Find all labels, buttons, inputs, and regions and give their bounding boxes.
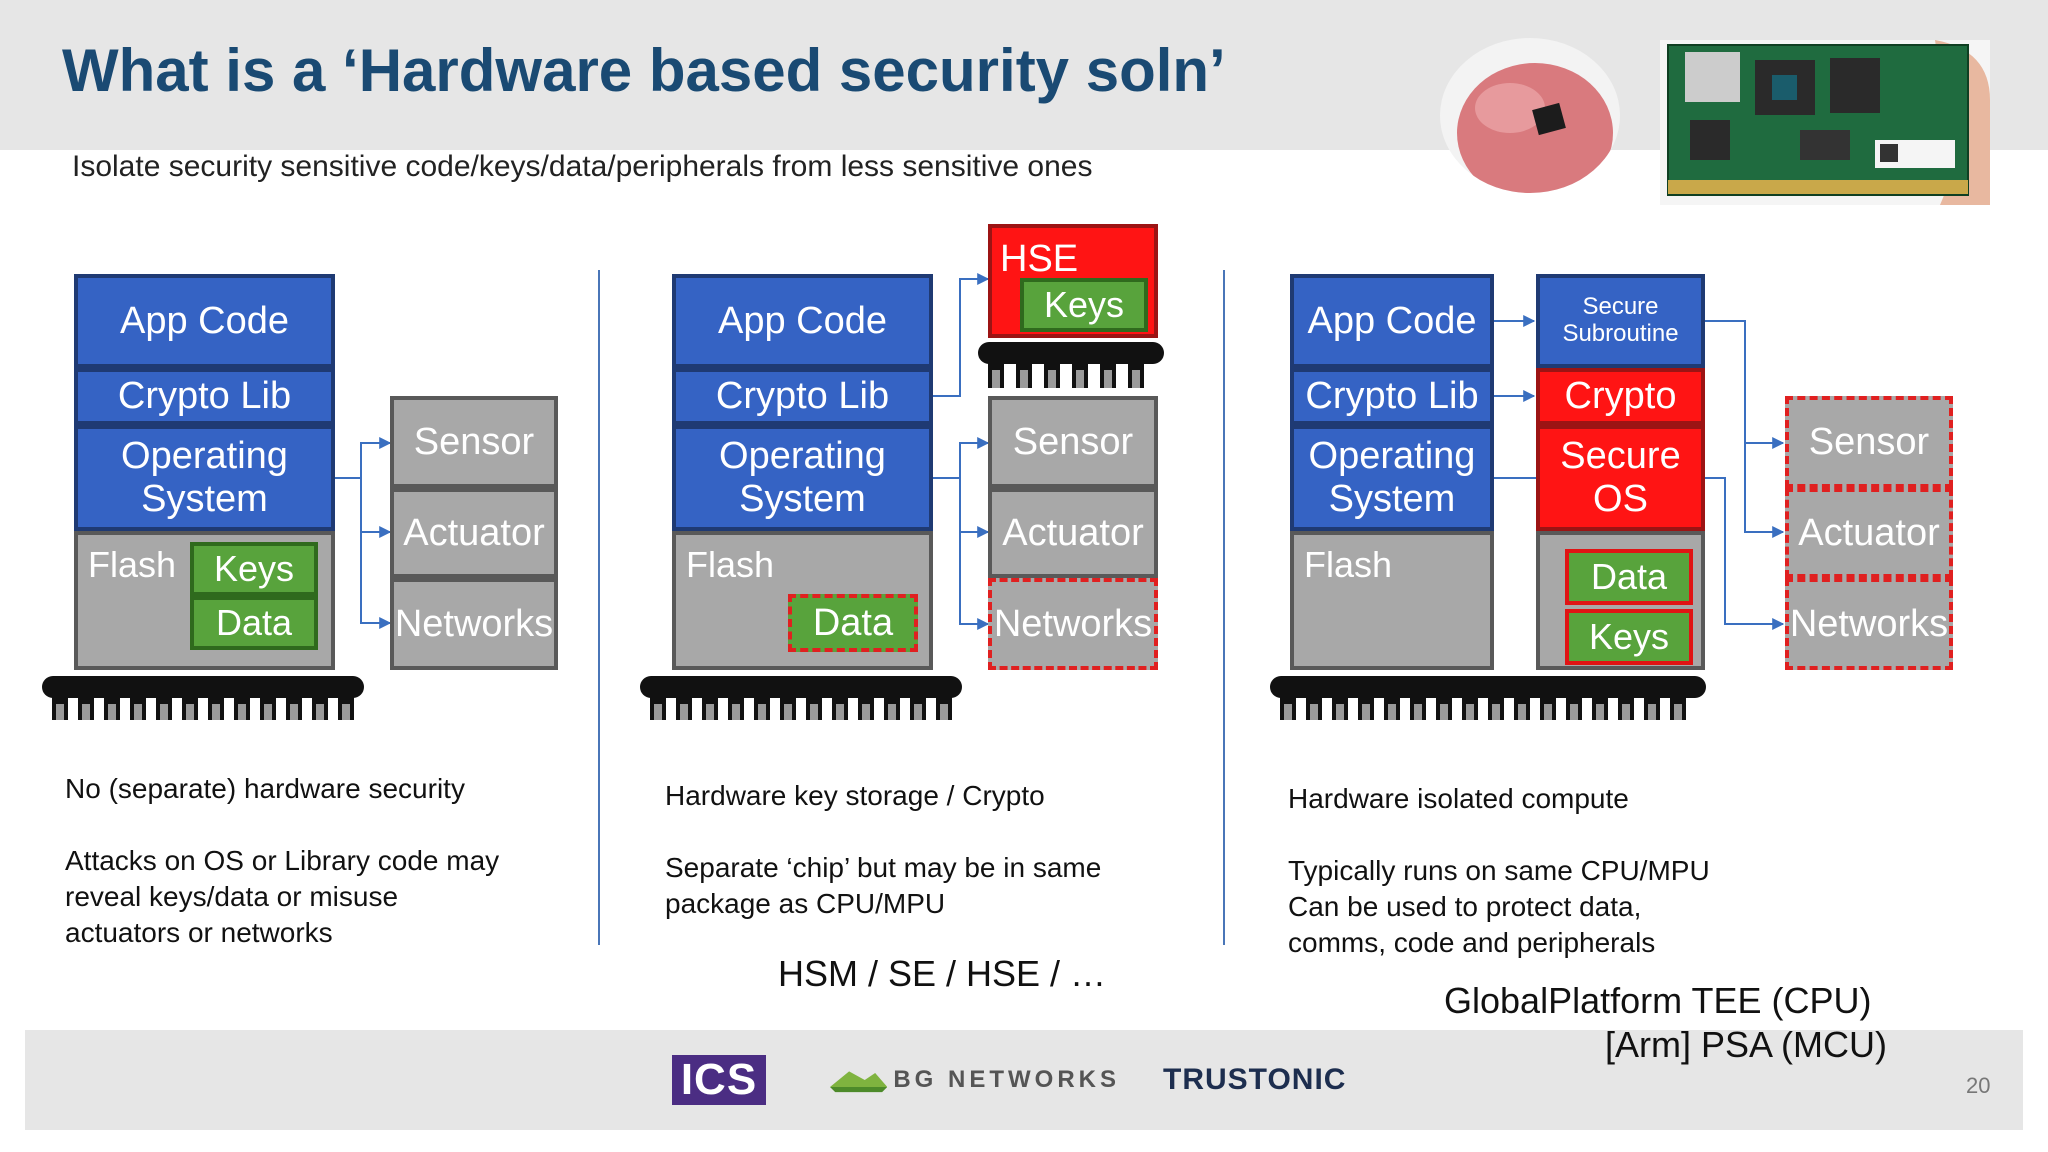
divider-1	[598, 270, 600, 945]
d3-secure-subroutine-block: Secure Subroutine	[1536, 274, 1705, 368]
d3-app-code-block: App Code	[1290, 274, 1494, 368]
page-number: 20	[1966, 1073, 1991, 1098]
d3-crypto-lib-block: Crypto Lib	[1290, 368, 1494, 425]
d3-flash-label: Flash	[1304, 544, 1393, 585]
d3-keys-block: Keys	[1565, 609, 1693, 665]
slide-subtitle: Isolate security sensitive code/keys/dat…	[72, 150, 1093, 183]
som-board-photo	[1660, 40, 1990, 205]
d1-crypto-lib-block: Crypto Lib	[74, 368, 335, 425]
d1-caption-line-1: Attacks on OS or Library code may	[65, 845, 500, 876]
d1-chip-base	[42, 676, 364, 720]
d2-actuator-block: Actuator	[988, 488, 1158, 578]
ics-logo: ICS	[672, 1055, 766, 1105]
d3-caption-line-1: Typically runs on same CPU/MPU	[1288, 855, 1710, 886]
d2-caption-heading: Hardware key storage / Crypto	[665, 780, 1045, 811]
d2-data-block: Data	[788, 594, 918, 652]
footer-band	[25, 1030, 2023, 1130]
d1-caption-line-3: actuators or networks	[65, 917, 333, 948]
d3-networks-block: Networks	[1785, 578, 1953, 670]
trustonic-logo: TRUSTONIC	[1163, 1063, 1347, 1096]
d1-flash-label: Flash	[88, 544, 177, 585]
d2-app-code-block: App Code	[672, 274, 933, 368]
d2-caption-line-1: Separate ‘chip’ but may be in same	[665, 852, 1102, 883]
d3-caption-line-3: comms, code and peripherals	[1288, 927, 1656, 958]
d3-secure-os-block: Secure OS	[1536, 425, 1705, 531]
d2-chip-base	[640, 676, 962, 720]
bg-networks-text: BG NETWORKS	[893, 1066, 1120, 1093]
d2-sensor-block: Sensor	[988, 396, 1158, 488]
d1-keys-block: Keys	[190, 542, 318, 596]
bg-networks-mark-icon	[830, 1071, 888, 1093]
d1-networks-block: Networks	[390, 578, 558, 670]
d1-caption-line-2: reveal keys/data or misuse	[65, 881, 399, 912]
d2-caption-line-2: package as CPU/MPU	[665, 888, 946, 919]
d2-hse-label: HSE	[1000, 238, 1079, 280]
d3-data-block: Data	[1565, 549, 1693, 605]
d2-flash-label: Flash	[686, 544, 775, 585]
d3-big-caption-2: [Arm] PSA (MCU)	[1605, 1024, 1888, 1065]
d1-sensor-block: Sensor	[390, 396, 558, 488]
d1-actuator-block: Actuator	[390, 488, 558, 578]
slide-title: What is a ‘Hardware based security soln’	[62, 37, 1226, 104]
chip-on-fingertip-photo	[1440, 38, 1620, 193]
d3-caption-heading: Hardware isolated compute	[1288, 783, 1629, 814]
d3-big-caption-1: GlobalPlatform TEE (CPU)	[1444, 980, 1872, 1021]
d1-app-code-block: App Code	[74, 274, 335, 368]
d3-sensor-block: Sensor	[1785, 396, 1953, 488]
d1-operating-system-block: Operating System	[74, 425, 335, 531]
d2-big-caption: HSM / SE / HSE / …	[778, 953, 1107, 994]
d1-data-block: Data	[190, 596, 318, 650]
d3-flash-block: Flash	[1290, 531, 1494, 670]
d2-hse-chip-base	[978, 342, 1164, 388]
d2-crypto-lib-block: Crypto Lib	[672, 368, 933, 425]
d2-networks-block: Networks	[988, 578, 1158, 670]
d1-caption-heading: No (separate) hardware security	[65, 773, 465, 804]
bg-networks-logo: BG NETWORKS	[830, 1055, 1120, 1105]
d3-crypto-block: Crypto	[1536, 368, 1705, 425]
d3-caption-line-2: Can be used to protect data,	[1288, 891, 1642, 922]
d3-chip-base	[1270, 676, 1706, 720]
divider-2	[1223, 270, 1225, 945]
d2-operating-system-block: Operating System	[672, 425, 933, 531]
d3-operating-system-block: Operating System	[1290, 425, 1494, 531]
d3-actuator-block: Actuator	[1785, 488, 1953, 578]
d2-keys-block: Keys	[1020, 278, 1148, 332]
